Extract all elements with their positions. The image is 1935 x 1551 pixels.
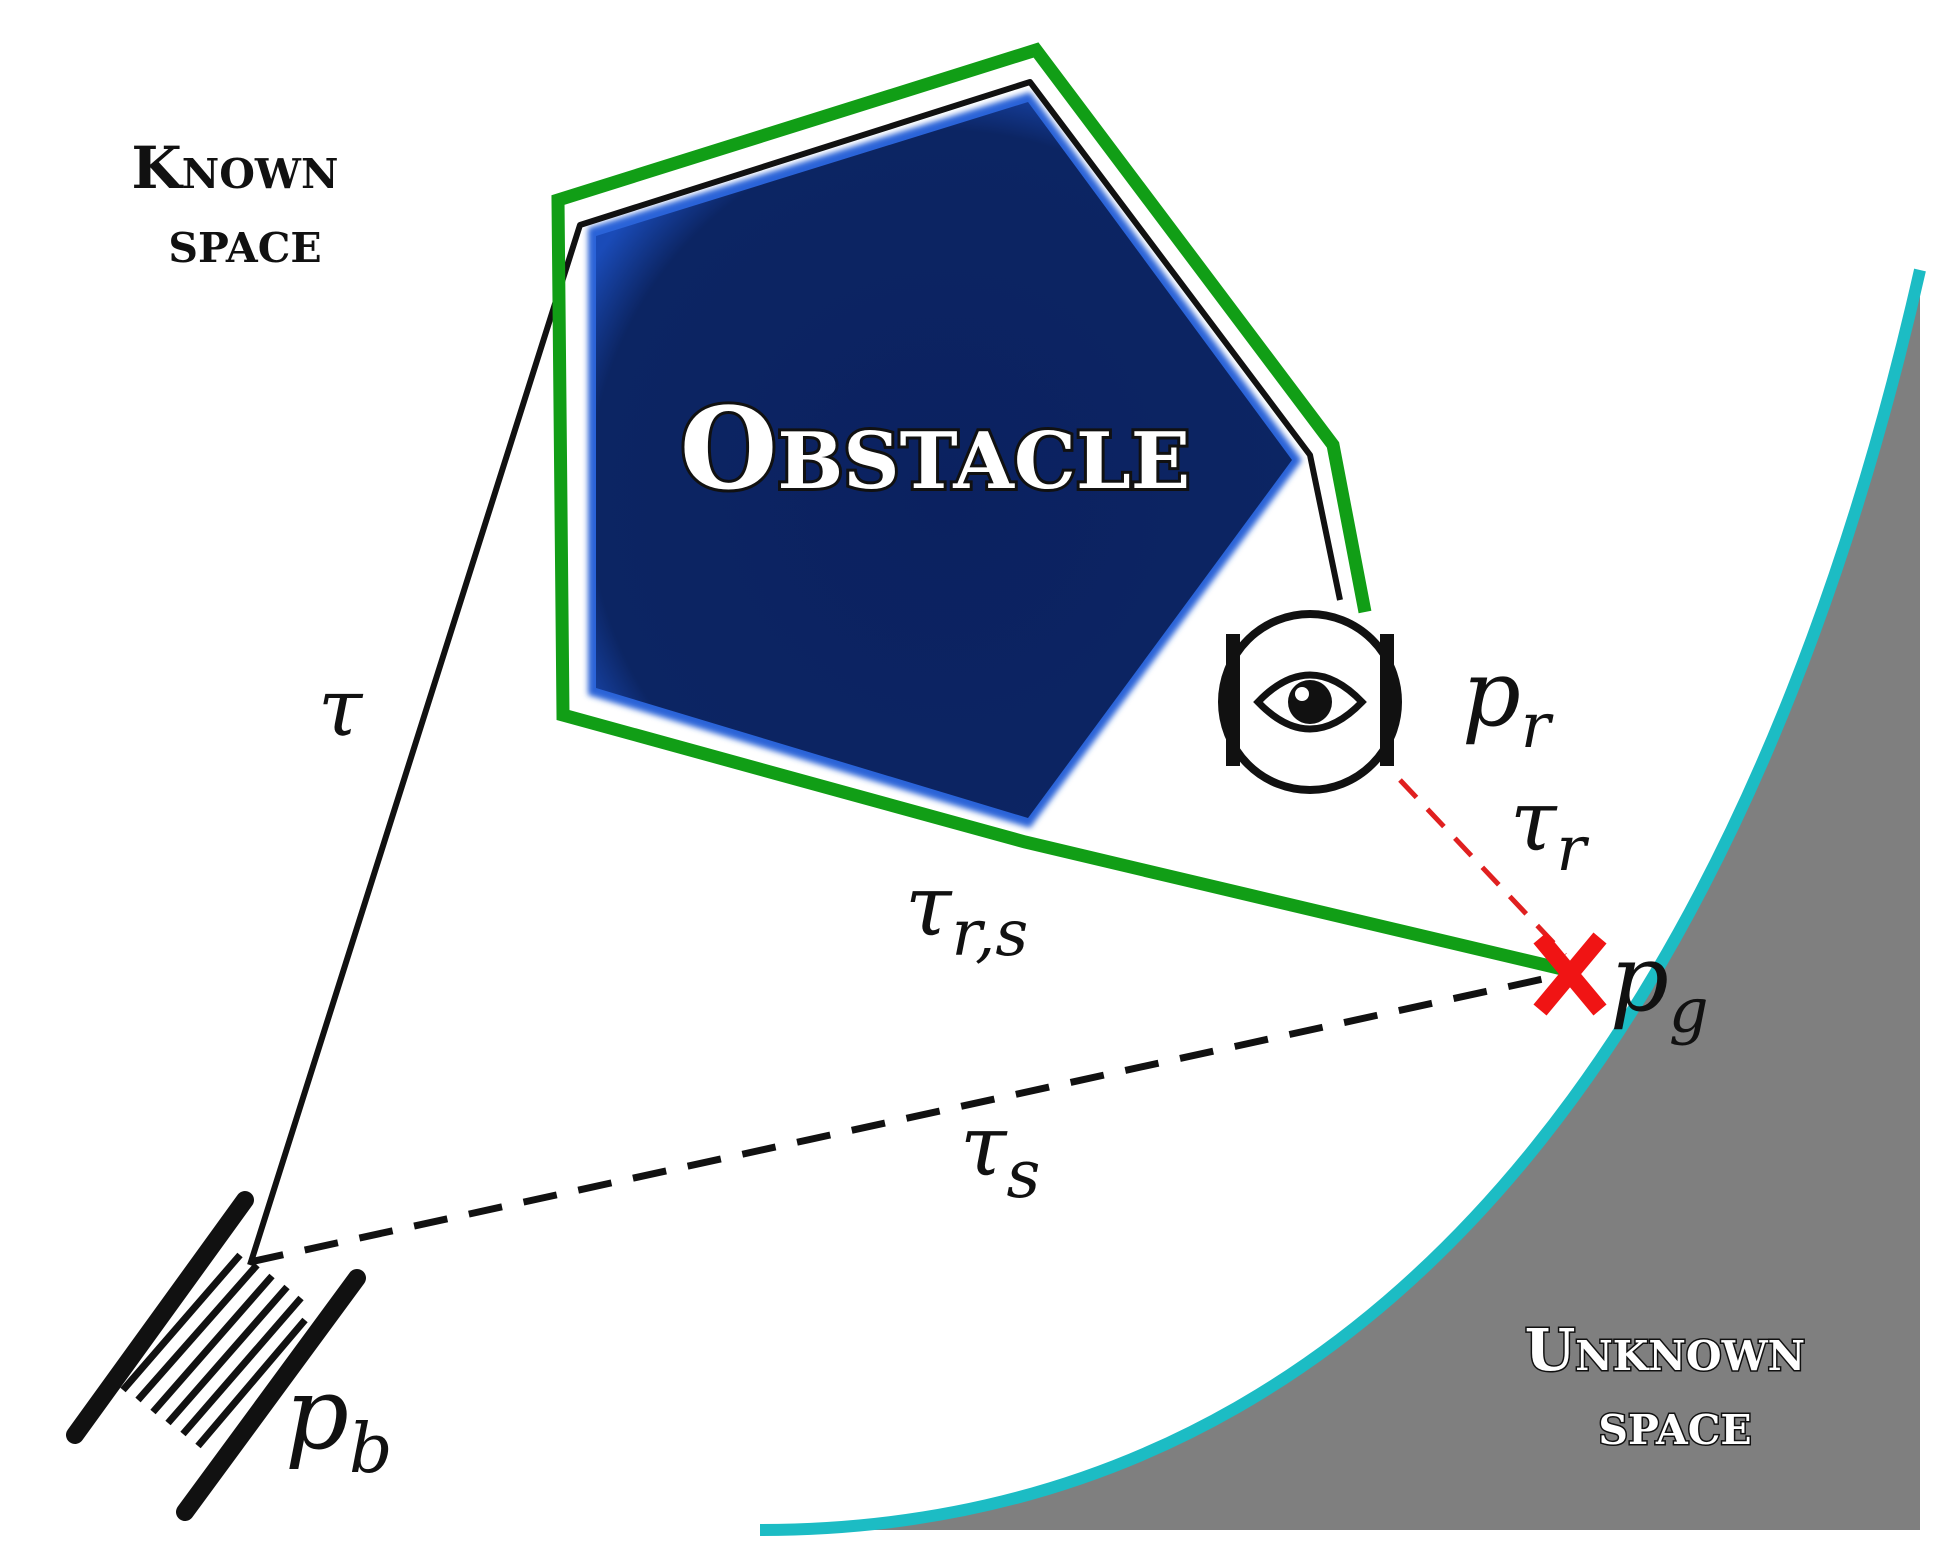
label-tau-s: τs <box>960 1097 1040 1213</box>
label-p-r: pr <box>1462 640 1554 762</box>
label-tau-r: τr <box>1510 772 1589 885</box>
dashed-path-tau-s <box>249 968 1576 1266</box>
unknown-space-region <box>760 270 1920 1530</box>
label-p-b: pb <box>285 1355 393 1489</box>
tether-path-tau <box>247 79 1343 1266</box>
eye-icon <box>1253 671 1367 733</box>
label-p-g: pg <box>1610 925 1709 1047</box>
unknown-space-label: Unknown space <box>1525 1316 1826 1458</box>
spool-icon <box>66 1191 366 1521</box>
label-tau-rs: τr,s <box>905 857 1028 971</box>
known-space-label: Known space <box>131 134 358 276</box>
dashed-path-tau-r <box>1398 778 1567 957</box>
green-path-tau-rs <box>551 42 1577 979</box>
label-tau: τ <box>318 661 364 754</box>
robot <box>1218 610 1402 794</box>
obstacle-shape <box>588 92 1302 828</box>
x-mark-icon <box>1533 932 1607 1016</box>
frontier-curve <box>759 268 1926 1536</box>
obstacle-label: Obstacle <box>680 384 1191 515</box>
